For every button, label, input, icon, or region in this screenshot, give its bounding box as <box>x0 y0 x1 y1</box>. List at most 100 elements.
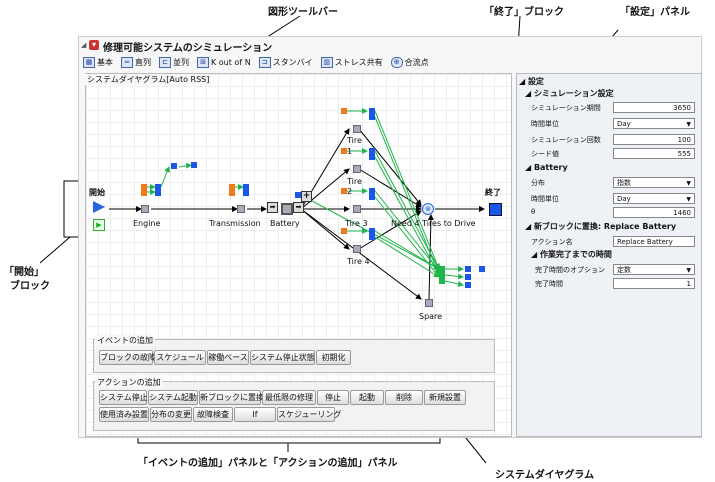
completion-option-value: 定数 <box>617 266 631 274</box>
basic-icon: ▦ <box>83 56 95 68</box>
transmission-action-2[interactable] <box>243 190 249 196</box>
system-diagram[interactable] <box>85 73 512 437</box>
toolbar-series[interactable]: ═直列 <box>121 56 151 68</box>
battery-label: Battery <box>270 219 300 228</box>
dist-select[interactable]: 指数▼ <box>613 177 695 188</box>
action-stop-button[interactable]: 停止 <box>317 390 349 405</box>
completion-time-field[interactable]: 1 <box>613 278 695 289</box>
tire1-block[interactable] <box>353 125 361 133</box>
toolbar-k-out-of-n[interactable]: ⊞K out of N <box>197 56 251 68</box>
battery-section-header[interactable]: ◢ Battery <box>525 163 568 172</box>
engine-action-4[interactable] <box>191 162 197 168</box>
event-schedule-button[interactable]: スケジュール <box>154 350 206 365</box>
event-usage-based-button[interactable]: 稼働ベース <box>207 350 249 365</box>
action-minimal-repair-button[interactable]: 最低限の修理 <box>262 390 316 405</box>
engine-action-3[interactable] <box>171 163 177 169</box>
spare-action-3[interactable] <box>465 282 471 288</box>
action-change-dist-button[interactable]: 分布の変更 <box>150 407 192 422</box>
event-initialize-button[interactable]: 初期化 <box>316 350 351 365</box>
transmission-block[interactable] <box>237 205 245 213</box>
action-system-start-button[interactable]: システム起動 <box>148 390 198 405</box>
start-play-icon[interactable] <box>93 201 105 213</box>
transmission-event-2[interactable] <box>229 190 235 196</box>
action-new-install-button[interactable]: 新規設置 <box>424 390 466 405</box>
completion-section-header[interactable]: ◢ 作業完了までの時間 <box>531 250 612 259</box>
collapse-triangle-icon[interactable]: ◢ <box>81 41 87 49</box>
spare-block[interactable] <box>425 299 433 307</box>
tire4-action-2[interactable] <box>369 234 375 240</box>
action-used-install-button[interactable]: 使用済み設置 <box>99 407 149 422</box>
engine-event-2[interactable] <box>141 190 147 196</box>
spare-event-2[interactable] <box>439 272 445 278</box>
action-if-button[interactable]: If <box>234 407 276 422</box>
tire1-action-1[interactable] <box>369 108 375 114</box>
transmission-label: Transmission <box>209 219 261 228</box>
action-replace-new-button[interactable]: 新ブロックに置換 <box>199 390 264 405</box>
battery-arrow-icon[interactable]: ➡ <box>267 202 278 213</box>
battery-block[interactable] <box>281 203 293 215</box>
replace-section-header[interactable]: ◢ 新ブロックに置換: Replace Battery <box>525 222 677 231</box>
sim-runs-field[interactable]: 100 <box>613 134 695 145</box>
action-name-field[interactable]: Replace Battery <box>613 236 695 247</box>
spare-action-2[interactable] <box>465 274 471 280</box>
transmission-action-1[interactable] <box>243 184 249 190</box>
spare-event-1[interactable] <box>439 266 445 272</box>
spare-action-4[interactable] <box>479 266 485 272</box>
seed-field[interactable]: 555 <box>613 148 695 159</box>
action-start-button[interactable]: 起動 <box>350 390 384 405</box>
event-system-down-button[interactable]: システム停止状態 <box>250 350 315 365</box>
completion-option-label: 完了時間のオプション <box>535 266 605 274</box>
tire4-block[interactable] <box>353 245 361 253</box>
tire4-action-1[interactable] <box>369 228 375 234</box>
toolbar-stress-share[interactable]: ▥ストレス共有 <box>320 56 383 68</box>
toolbar-label: ストレス共有 <box>334 57 383 67</box>
engine-action-2[interactable] <box>155 190 161 196</box>
action-system-stop-button[interactable]: システム停止 <box>99 390 148 405</box>
tire1-event[interactable] <box>341 108 347 114</box>
completion-option-select[interactable]: 定数▼ <box>613 264 695 275</box>
toolbar-parallel[interactable]: ⊏並列 <box>159 56 189 68</box>
tire3-event[interactable] <box>341 188 347 194</box>
time-unit-value: Day <box>617 120 631 128</box>
toolbar-junction[interactable]: ⊕合流点 <box>390 56 429 68</box>
battery-arrow-icon-2[interactable]: ➡ <box>293 202 304 213</box>
tire4-event[interactable] <box>341 228 347 234</box>
tire2-action-2[interactable] <box>369 154 375 160</box>
sim-settings-header[interactable]: ◢ シミュレーション設定 <box>525 89 614 98</box>
tire3-action-2[interactable] <box>369 194 375 200</box>
battery-time-unit-select[interactable]: Day▼ <box>613 193 695 204</box>
time-unit-select[interactable]: Day▼ <box>613 118 695 129</box>
tire2-block[interactable] <box>353 165 361 173</box>
sim-duration-field[interactable]: 3650 <box>613 102 695 113</box>
action-delete-button[interactable]: 削除 <box>385 390 423 405</box>
transmission-event-1[interactable] <box>229 184 235 190</box>
engine-action-1[interactable] <box>155 184 161 190</box>
battery-action-1[interactable] <box>295 192 301 198</box>
spare-action-1[interactable] <box>465 266 471 272</box>
tire1-action-2[interactable] <box>369 114 375 120</box>
tire3-label: Tire 3 <box>345 219 368 228</box>
seed-label: シード値 <box>531 150 559 158</box>
spare-event-3[interactable] <box>439 278 445 284</box>
title-bar: ◢ ▾ 修理可能システムのシミュレーション <box>79 37 701 54</box>
tire2-action-1[interactable] <box>369 148 375 154</box>
red-menu-icon[interactable]: ▾ <box>89 40 99 50</box>
action-failure-inspect-button[interactable]: 故障検査 <box>193 407 233 422</box>
completion-section-text: 作業完了までの時間 <box>539 250 612 259</box>
tire2-event[interactable] <box>341 148 347 154</box>
tire3-action-1[interactable] <box>369 188 375 194</box>
end-block[interactable] <box>489 203 502 216</box>
settings-panel: ◢ 設定 ◢ シミュレーション設定 シミュレーション期間 3650 時間単位 D… <box>516 73 702 437</box>
toolbar-basic[interactable]: ▦基本 <box>83 56 113 68</box>
tire3-block[interactable] <box>353 205 361 213</box>
start-run-button[interactable]: ▶ <box>93 219 105 231</box>
toolbar-standby[interactable]: ⊐スタンバイ <box>258 56 313 68</box>
event-block-failure-button[interactable]: ブロックの故障 <box>99 350 156 365</box>
action-scheduling-button[interactable]: スケジューリング <box>277 407 341 422</box>
battery-plus-icon[interactable]: + <box>301 191 312 202</box>
need4-junction-icon[interactable]: ⊗ <box>422 203 434 215</box>
theta-field[interactable]: 1460 <box>613 207 695 218</box>
engine-event-1[interactable] <box>141 184 147 190</box>
engine-block[interactable] <box>141 205 149 213</box>
toolbar-label: 並列 <box>173 57 189 67</box>
